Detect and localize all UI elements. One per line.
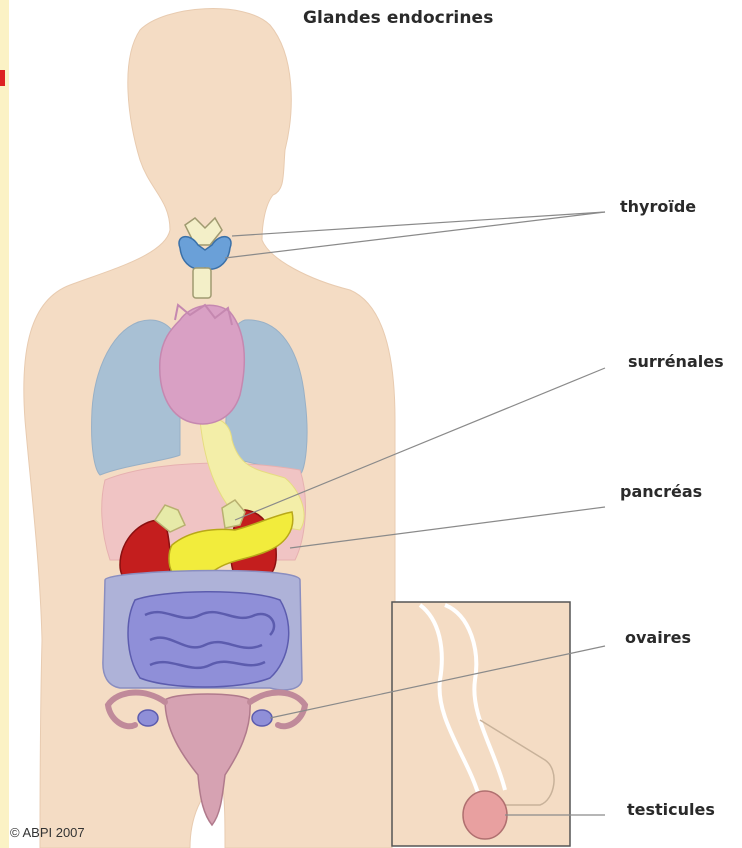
leader-line-thyroide-1 [232, 212, 605, 236]
trachea [193, 268, 211, 298]
diagram-title: Glandes endocrines [303, 8, 493, 28]
label-testicules: testicules [627, 800, 715, 819]
label-thyroide: thyroïde [620, 197, 696, 216]
left-ovary [138, 710, 158, 726]
copyright-notice: © ABPI 2007 [10, 825, 85, 840]
label-ovaires: ovaires [625, 628, 691, 647]
label-surrenales: surrénales [628, 352, 724, 371]
right-ovary [252, 710, 272, 726]
leader-line-thyroide-2 [225, 212, 605, 258]
label-pancreas: pancréas [620, 482, 702, 501]
testicle [463, 791, 507, 839]
